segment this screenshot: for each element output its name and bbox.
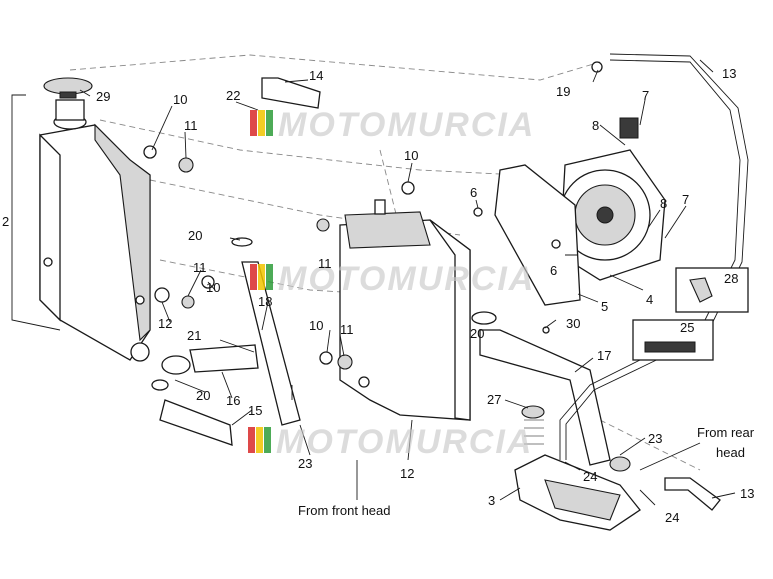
centre-radiator — [339, 199, 471, 421]
callout-23-left: 23 — [298, 456, 312, 471]
callout-24-lower: 24 — [665, 510, 679, 525]
callout-30: 30 — [566, 316, 580, 331]
callout-2: 2 — [2, 214, 9, 229]
callout-3: 3 — [488, 493, 495, 508]
bracket-2 — [11, 94, 61, 331]
callout-10: 10 — [173, 92, 187, 107]
watermark-text: MOTOMURCIA — [276, 423, 533, 461]
hose-15 — [159, 399, 233, 446]
callout-8-upper: 8 — [592, 118, 599, 133]
callout-21: 21 — [187, 328, 201, 343]
callout-13-upper: 13 — [722, 66, 736, 81]
note-rear-head-line1: From rear — [697, 425, 755, 440]
callout-29: 29 — [96, 89, 110, 104]
callout-20-upper: 20 — [188, 228, 202, 243]
callout-5: 5 — [601, 299, 608, 314]
callout-11: 11 — [184, 118, 198, 133]
callout-4: 4 — [646, 292, 653, 307]
inset-28 — [675, 267, 749, 313]
callout-19: 19 — [556, 84, 570, 99]
callout-6-upper: 6 — [470, 185, 477, 200]
left-radiator — [39, 77, 151, 362]
callout-28: 28 — [724, 271, 738, 286]
hose-18 — [241, 261, 301, 426]
callout-17: 17 — [597, 348, 611, 363]
callout-10-lower: 10 — [309, 318, 323, 333]
callout-14: 14 — [309, 68, 323, 83]
source-notes: From front head From rear head — [298, 425, 755, 518]
callout-24-upper: 24 — [583, 469, 597, 484]
callout-11-lower: 11 — [340, 322, 354, 337]
callout-22: 22 — [226, 88, 240, 103]
callout-8-lower: 8 — [660, 196, 667, 211]
watermark-flag-yellow — [258, 110, 265, 136]
watermark-flag-red — [250, 110, 257, 136]
watermark-text: MOTOMURCIA — [278, 106, 535, 144]
watermark: MOTOMURCIA MOTOMURCIA MOTOMURCIA — [248, 106, 535, 461]
callout-10-left: 10 — [206, 280, 220, 295]
callout-11-centre: 11 — [318, 256, 332, 271]
callout-10-centre: 10 — [404, 148, 418, 163]
callout-23-right: 23 — [648, 431, 662, 446]
inset-25 — [632, 319, 714, 361]
part-callouts: 2 29 10 11 22 14 19 13 7 8 10 6 8 7 6 28… — [2, 66, 754, 525]
callout-18: 18 — [258, 294, 272, 309]
callout-20-lower: 20 — [196, 388, 210, 403]
callout-12-left: 12 — [158, 316, 172, 331]
callout-25: 25 — [680, 320, 694, 335]
hose-13-lower — [664, 477, 721, 511]
hose-14 — [261, 77, 321, 109]
leader-lines — [79, 59, 736, 506]
watermark-text: MOTOMURCIA — [278, 260, 535, 298]
callout-15: 15 — [248, 403, 262, 418]
hose-16 — [189, 344, 259, 373]
callout-27: 27 — [487, 392, 501, 407]
hoses — [159, 53, 749, 511]
callout-12-centre: 12 — [400, 466, 414, 481]
callout-6-lower: 6 — [550, 263, 557, 278]
watermark-flag-green — [266, 110, 273, 136]
callout-20-right: 20 — [470, 326, 484, 341]
hose-17 — [479, 329, 611, 466]
callout-11-left: 11 — [193, 260, 207, 275]
cooling-fan — [559, 117, 666, 281]
note-front-head: From front head — [298, 503, 391, 518]
fan-shroud — [494, 164, 581, 306]
callout-13-lower: 13 — [740, 486, 754, 501]
dashed-assembly-lines — [69, 54, 701, 471]
expansion-tank — [514, 405, 641, 531]
note-rear-head-line2: head — [716, 445, 745, 460]
callout-16: 16 — [226, 393, 240, 408]
callout-7-lower: 7 — [682, 192, 689, 207]
callout-7-upper: 7 — [642, 88, 649, 103]
